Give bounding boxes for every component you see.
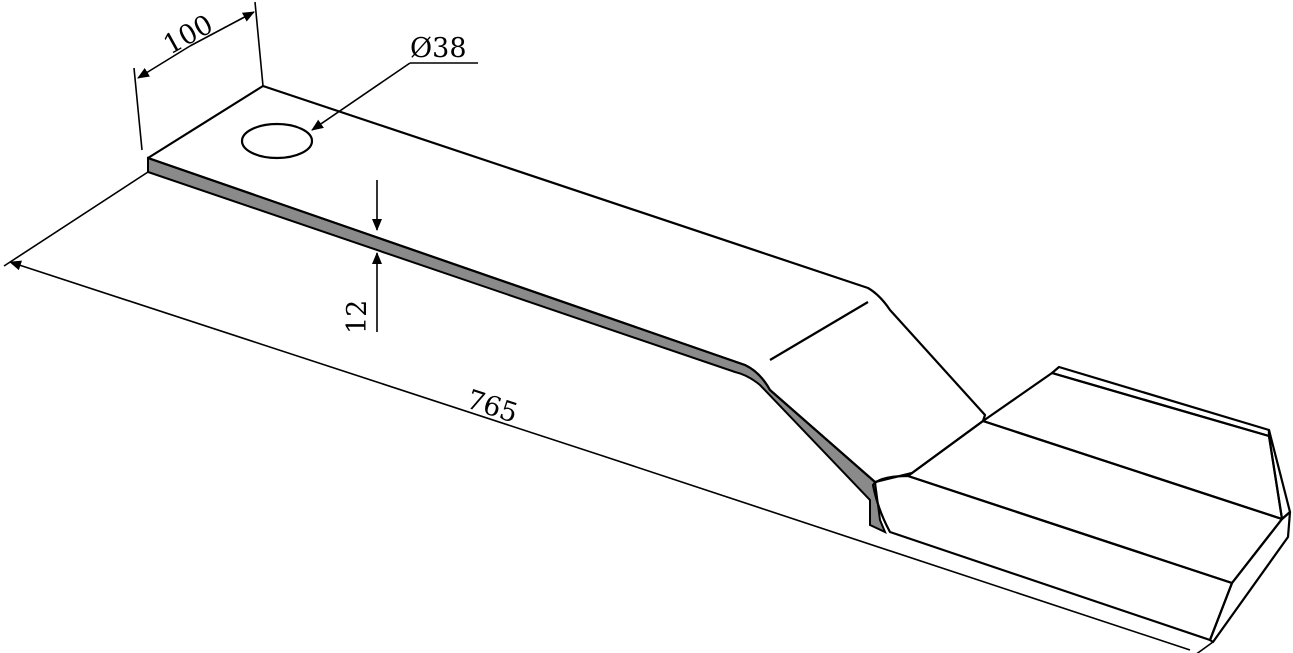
raised-face-top-edge — [1050, 365, 1271, 438]
length-label: 765 — [463, 384, 522, 429]
dimension-length: 765 — [3, 171, 1214, 653]
width-label: 100 — [158, 9, 218, 61]
dimension-hole: Ø38 — [311, 33, 478, 131]
blade-side-face — [147, 156, 887, 534]
blade-body — [146, 84, 1292, 644]
dimension-width: 100 — [133, 1, 264, 151]
bevel-front — [1208, 510, 1292, 644]
bevel-right — [1267, 428, 1292, 521]
hole-diameter-label: Ø38 — [410, 33, 467, 64]
cutting-end-raised-face — [981, 371, 1284, 521]
cutting-end-middle-band — [906, 419, 1284, 585]
mounting-hole — [240, 122, 314, 160]
cutting-end-lower-face — [871, 474, 1234, 642]
bend-line — [769, 301, 869, 361]
dimension-thickness: 12 — [342, 180, 382, 334]
thickness-label: 12 — [342, 300, 373, 334]
